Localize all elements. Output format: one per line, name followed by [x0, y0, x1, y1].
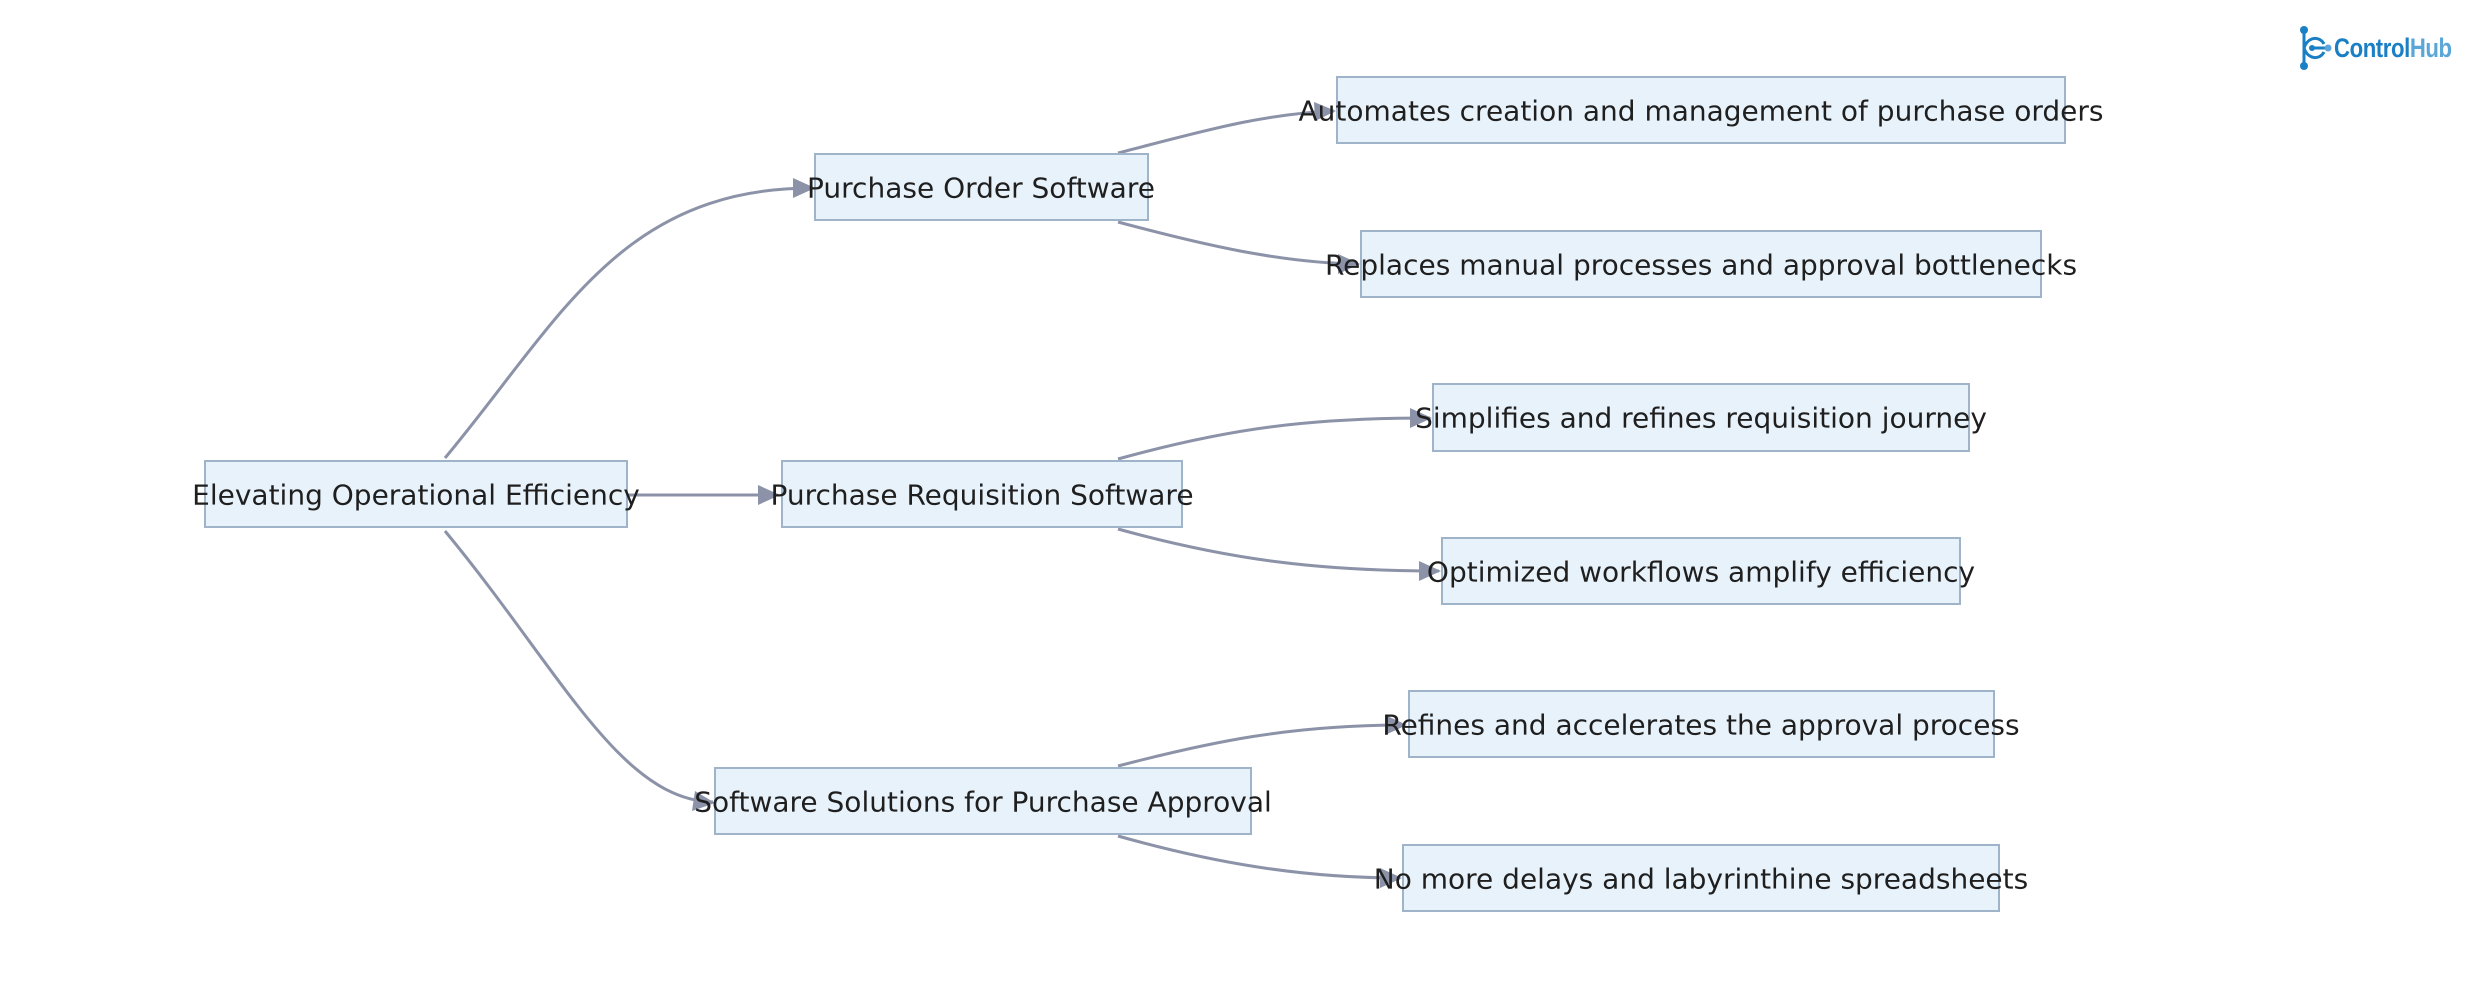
controlhub-logo-icon	[2300, 26, 2332, 70]
leaf-node-simplifies-requisition: Simplifies and refines requisition journ…	[1415, 383, 1987, 452]
edge-purchase-approval-to-child-1	[1117, 723, 1406, 768]
leaf-node-label: Replaces manual processes and approval b…	[1325, 249, 2077, 282]
branch-node-label: Software Solutions for Purchase Approval	[694, 786, 1272, 819]
leaf-node-optimized-workflows: Optimized workflows amplify efficiency	[1427, 537, 1975, 605]
edge-purchase-order-to-child-2	[1117, 220, 1359, 266]
branch-node-purchase-order: Purchase Order Software	[807, 153, 1155, 221]
edge-purchase-order-to-child-1	[1117, 109, 1335, 155]
leaf-node-replaces-manual: Replaces manual processes and approval b…	[1325, 230, 2077, 298]
leaf-node-automates-creation: Automates creation and management of pur…	[1299, 76, 2104, 144]
leaf-node-label: Optimized workflows amplify efficiency	[1427, 556, 1975, 589]
branch-node-label: Purchase Requisition Software	[770, 479, 1193, 512]
leaf-node-label: Automates creation and management of pur…	[1299, 95, 2104, 128]
leaf-node-refines-approval: Refines and accelerates the approval pro…	[1382, 690, 2020, 758]
edge-purchase-approval-to-child-2	[1117, 834, 1401, 880]
logo-wordmark-part1: Control	[2334, 32, 2410, 63]
leaf-node-label: Simplifies and refines requisition journ…	[1415, 402, 1987, 435]
leaf-node-no-more-delays: No more delays and labyrinthine spreadsh…	[1374, 844, 2028, 912]
branch-node-purchase-approval: Software Solutions for Purchase Approval	[694, 767, 1272, 835]
branch-node-purchase-requisition: Purchase Requisition Software	[770, 460, 1194, 528]
arrowheads	[692, 102, 1441, 888]
edge-root-to-purchase-order	[443, 186, 814, 459]
leaf-node-label: No more delays and labyrinthine spreadsh…	[1374, 863, 2028, 896]
root-node-label: Elevating Operational Efficiency	[192, 479, 640, 512]
brand-logo: ControlHub	[2298, 22, 2458, 74]
leaf-node-label: Refines and accelerates the approval pro…	[1382, 709, 2019, 742]
root-node: Elevating Operational Efficiency	[192, 460, 640, 528]
edge-root-to-purchase-approval	[443, 530, 714, 804]
edge-purchase-requisition-to-child-2	[1117, 527, 1440, 573]
logo-wordmark-part2: Hub	[2409, 32, 2452, 63]
edge-purchase-requisition-to-child-1	[1117, 416, 1431, 461]
logo-wordmark: ControlHub	[2334, 33, 2452, 64]
branch-node-label: Purchase Order Software	[807, 172, 1155, 205]
